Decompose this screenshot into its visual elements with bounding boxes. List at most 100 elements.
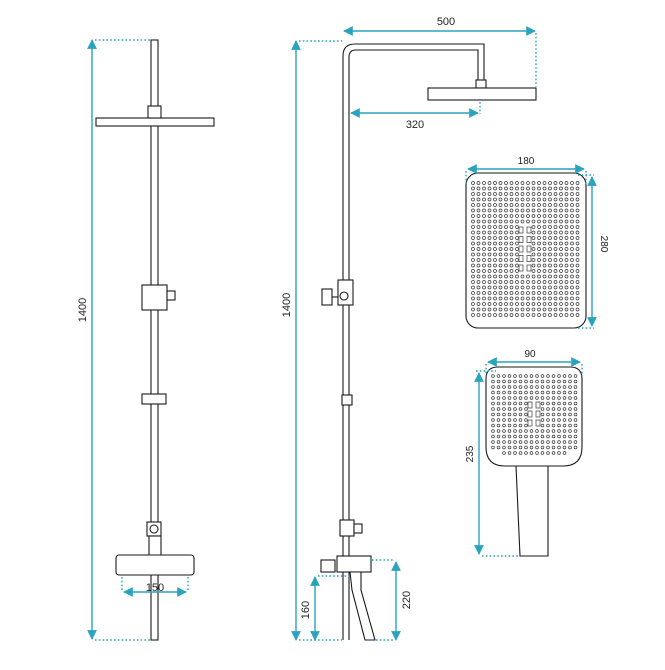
nozzle-dot — [537, 247, 541, 251]
nozzle-dot — [548, 307, 552, 312]
side-head-connector — [475, 79, 487, 89]
nozzle-dot — [493, 236, 497, 240]
nozzle-dot — [471, 307, 475, 312]
nozzle-dot — [559, 285, 563, 290]
nozzle-dot — [542, 186, 547, 191]
nozzle-dot — [482, 247, 486, 251]
nozzle-slot — [518, 236, 524, 243]
nozzle-dot — [570, 302, 574, 306]
nozzle-dot — [515, 219, 519, 224]
nozzle-dot — [520, 313, 525, 317]
nozzle-dot — [487, 203, 492, 207]
nozzle-dot — [570, 225, 574, 229]
nozzle-dot — [515, 258, 519, 262]
nozzle-dot — [570, 252, 574, 257]
nozzle-dot — [529, 390, 534, 395]
nozzle-dot — [570, 296, 574, 301]
nozzle-dot — [496, 396, 501, 400]
nozzle-dot — [562, 390, 567, 395]
nozzle-dot — [548, 203, 552, 207]
nozzle-dot — [548, 252, 552, 257]
nozzle-dot — [575, 241, 580, 246]
nozzle-dot — [575, 285, 580, 290]
nozzle-dot — [476, 241, 481, 246]
nozzle-dot — [498, 252, 503, 257]
nozzle-dot — [551, 418, 556, 422]
nozzle-dot — [493, 247, 497, 251]
nozzle-dot — [562, 440, 567, 444]
nozzle-dot — [487, 269, 492, 273]
nozzle-dot — [487, 241, 492, 246]
nozzle-dot — [557, 440, 561, 444]
nozzle-dot — [482, 214, 486, 218]
nozzle-dot — [564, 285, 569, 290]
nozzle-dot — [570, 230, 574, 235]
nozzle-dot — [559, 214, 563, 218]
nozzle-dot — [471, 203, 475, 207]
nozzle-dot — [482, 236, 486, 240]
nozzle-dot — [564, 214, 569, 218]
nozzle-dot — [531, 236, 536, 240]
nozzle-dot — [515, 225, 519, 229]
nozzle-dot — [551, 396, 556, 400]
nozzle-dot — [553, 236, 558, 240]
nozzle-dot — [548, 241, 552, 246]
nozzle-dot — [509, 225, 514, 229]
nozzle-dot — [537, 230, 541, 235]
nozzle-dot — [509, 208, 514, 213]
nozzle-dot — [476, 296, 481, 301]
nozzle-dot — [542, 197, 547, 202]
nozzle-dot — [504, 291, 508, 295]
nozzle-dot — [562, 423, 567, 428]
nozzle-dot — [504, 225, 508, 229]
nozzle-dot — [476, 208, 481, 213]
nozzle-dot — [507, 440, 512, 444]
nozzle-dot — [520, 291, 525, 295]
nozzle-dot — [546, 385, 550, 389]
nozzle-dot — [471, 208, 475, 213]
nozzle-dot — [537, 181, 541, 185]
nozzle-dot — [507, 418, 512, 422]
nozzle-dot — [559, 208, 563, 213]
nozzle-dot — [496, 440, 501, 444]
nozzle-dot — [509, 274, 514, 279]
nozzle-dot — [559, 296, 563, 301]
nozzle-dot — [573, 412, 578, 417]
nozzle-dot — [482, 263, 486, 268]
nozzle-dot — [471, 214, 475, 218]
nozzle-dot — [568, 440, 572, 444]
nozzle-dot — [471, 302, 475, 306]
nozzle-dot — [502, 418, 506, 422]
nozzle-dot — [526, 285, 530, 290]
nozzle-dot — [496, 390, 501, 395]
nozzle-dot — [504, 313, 508, 317]
label-spout-width: 150 — [146, 582, 164, 594]
nozzle-dot — [553, 291, 558, 295]
nozzle-dot — [570, 285, 574, 290]
nozzle-dot — [515, 302, 519, 306]
nozzle-dot — [551, 374, 556, 378]
nozzle-dot — [542, 247, 547, 251]
nozzle-dot — [515, 269, 519, 273]
nozzle-dot — [502, 396, 506, 400]
nozzle-dot — [559, 203, 563, 207]
nozzle-dot — [526, 274, 530, 279]
nozzle-dot — [509, 214, 514, 218]
front-mixer-body — [148, 535, 162, 557]
nozzle-dot — [542, 307, 547, 312]
nozzle-dot — [518, 385, 523, 389]
nozzle-dot — [570, 274, 574, 279]
label-outlet-high: 220 — [401, 591, 413, 609]
nozzle-dot — [531, 241, 536, 246]
nozzle-dot — [520, 307, 525, 312]
nozzle-dot — [498, 258, 503, 262]
nozzle-dot — [476, 252, 481, 257]
nozzle-dot — [471, 247, 475, 251]
nozzle-dot — [471, 291, 475, 295]
nozzle-dot — [542, 236, 547, 240]
nozzle-dot — [487, 219, 492, 224]
nozzle-dot — [542, 208, 547, 213]
nozzle-dot — [524, 429, 528, 433]
nozzle-dot — [526, 214, 530, 218]
nozzle-dot — [535, 390, 539, 395]
